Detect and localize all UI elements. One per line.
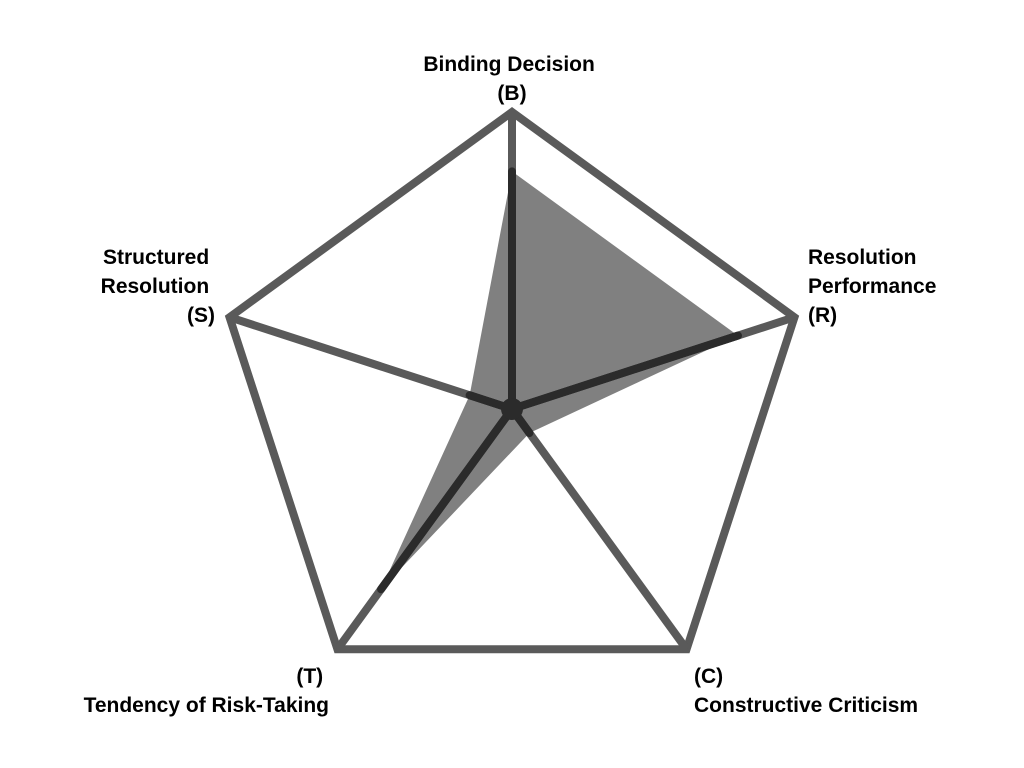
axis-label-line: Resolution: [101, 275, 210, 298]
axis-label-binding-decision: Binding Decision (B): [423, 53, 600, 105]
axis-label-line: (B): [497, 82, 526, 105]
center-dot: [501, 398, 523, 420]
spoke-s: [228, 313, 514, 413]
axis-label-line: (T): [296, 665, 323, 688]
axis-label-line: Resolution: [808, 246, 917, 269]
axis-label-line: Binding Decision: [423, 53, 595, 76]
axis-label-line: (R): [808, 304, 837, 327]
axis-label-line: (C): [694, 665, 723, 688]
axis-label-tendency-of-risk-taking: (T) Tendency of Risk-Taking: [84, 665, 329, 717]
axis-label-structured-resolution: Structured Resolution (S): [101, 246, 215, 327]
radar-outer-frame: [224, 107, 800, 654]
data-point-t: [377, 405, 516, 594]
axis-label-constructive-criticism: (C) Constructive Criticism: [694, 665, 918, 717]
spoke-c: [508, 406, 690, 652]
axis-label-line: Tendency of Risk-Taking: [84, 694, 329, 717]
axis-label-line: Performance: [808, 275, 936, 298]
axis-label-line: (S): [187, 304, 215, 327]
axis-label-resolution-performance: Resolution Performance (R): [808, 246, 942, 327]
axis-label-line: Structured: [103, 246, 209, 269]
data-area: [381, 171, 738, 590]
data-point-r: [508, 331, 742, 413]
axis-label-line: Constructive Criticism: [694, 694, 918, 717]
